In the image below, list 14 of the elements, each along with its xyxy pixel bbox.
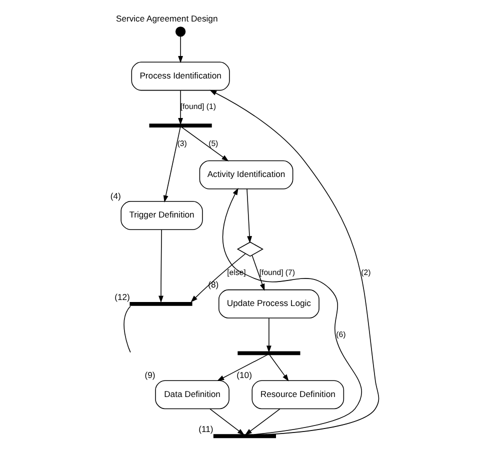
node-label: (11) <box>198 424 213 434</box>
edge-label: (5) <box>208 138 218 148</box>
node-label: (8) <box>208 279 218 290</box>
edge-label: (2) <box>360 268 370 277</box>
diagram-title: Service Agreement Design <box>115 13 218 24</box>
node-label: (4) <box>110 190 120 201</box>
node-label: (9) <box>144 370 155 380</box>
edge-label: [else] <box>226 268 246 277</box>
edge-label: [found] (7) <box>258 268 294 277</box>
edge-label: (6) <box>336 330 346 339</box>
node-label: (10) <box>236 370 252 380</box>
edge-label: (3) <box>176 138 186 148</box>
node-label: (12) <box>114 292 130 302</box>
edge-label: [found] (1) <box>180 102 216 112</box>
